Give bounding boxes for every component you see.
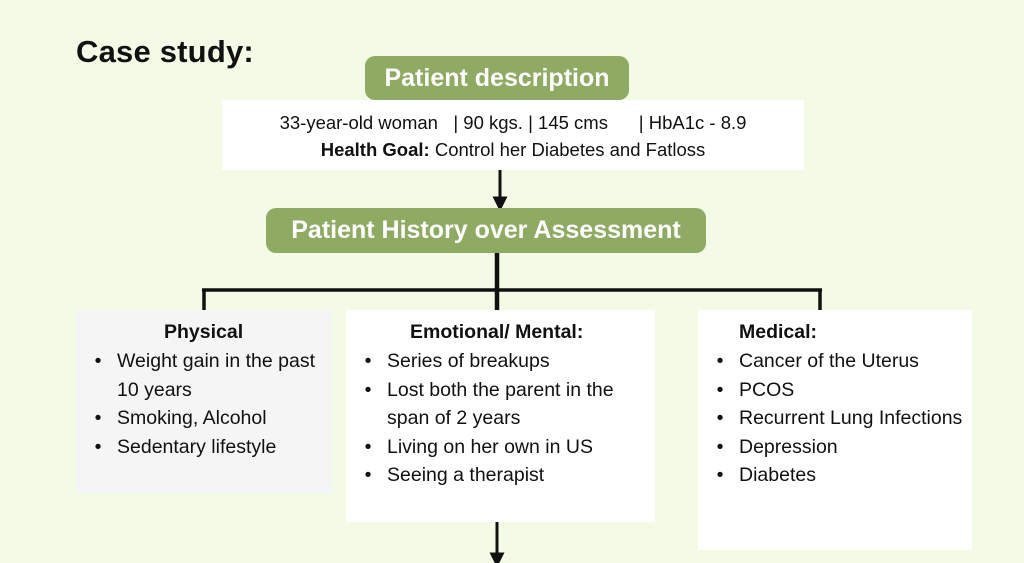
medical-card: Medical: •Cancer of the Uterus •PCOS •Re… — [698, 310, 972, 550]
list-item: •Living on her own in US — [346, 433, 655, 462]
bullet-icon: • — [716, 350, 724, 372]
bullet-icon: • — [716, 464, 724, 486]
list-item: •Cancer of the Uterus — [698, 347, 972, 376]
bullet-icon: • — [364, 464, 372, 486]
list-item: •Smoking, Alcohol — [76, 404, 332, 433]
patient-description-header: Patient description — [365, 56, 629, 100]
medical-heading: Medical: — [739, 321, 818, 343]
list-item: •Series of breakups — [346, 347, 655, 376]
bullet-icon: • — [364, 435, 372, 458]
bullet-icon: • — [94, 350, 102, 372]
bullet-icon: • — [716, 407, 724, 429]
emotional-list: •Series of breakups •Lost both the paren… — [346, 347, 655, 490]
physical-heading: Physical — [164, 321, 244, 343]
list-item: •Weight gain in the past 10 years — [76, 347, 332, 404]
page-title: Case study: — [76, 34, 254, 69]
bullet-icon: • — [94, 407, 102, 429]
list-item: •Depression — [698, 433, 972, 462]
emotional-card: Emotional/ Mental: •Series of breakups •… — [346, 310, 655, 522]
patient-description-box: 33-year-old woman | 90 kgs. | 145 cms | … — [222, 100, 804, 170]
bullet-icon: • — [364, 378, 372, 401]
list-item: •Sedentary lifestyle — [76, 433, 332, 462]
list-item: •PCOS — [698, 376, 972, 405]
bullet-icon: • — [364, 350, 372, 372]
bullet-icon: • — [94, 435, 102, 458]
emotional-heading: Emotional/ Mental: — [410, 321, 584, 343]
health-goal-text: Control her Diabetes and Fatloss — [429, 139, 706, 160]
physical-list: •Weight gain in the past 10 years •Smoki… — [76, 347, 332, 461]
list-item: •Seeing a therapist — [346, 461, 655, 490]
patient-stats: 33-year-old woman | 90 kgs. | 145 cms | … — [279, 112, 747, 133]
list-item: •Diabetes — [698, 461, 972, 490]
bullet-icon: • — [716, 435, 724, 458]
health-goal: Health Goal: Control her Diabetes and Fa… — [222, 137, 804, 163]
physical-card: Physical •Weight gain in the past 10 yea… — [76, 310, 332, 493]
medical-list: •Cancer of the Uterus •PCOS •Recurrent L… — [698, 347, 972, 490]
list-item: •Recurrent Lung Infections — [698, 404, 972, 433]
patient-history-header: Patient History over Assessment — [266, 208, 706, 253]
bullet-icon: • — [716, 378, 724, 401]
list-item: •Lost both the parent in the span of 2 y… — [346, 376, 655, 433]
health-goal-label: Health Goal: — [320, 139, 430, 160]
